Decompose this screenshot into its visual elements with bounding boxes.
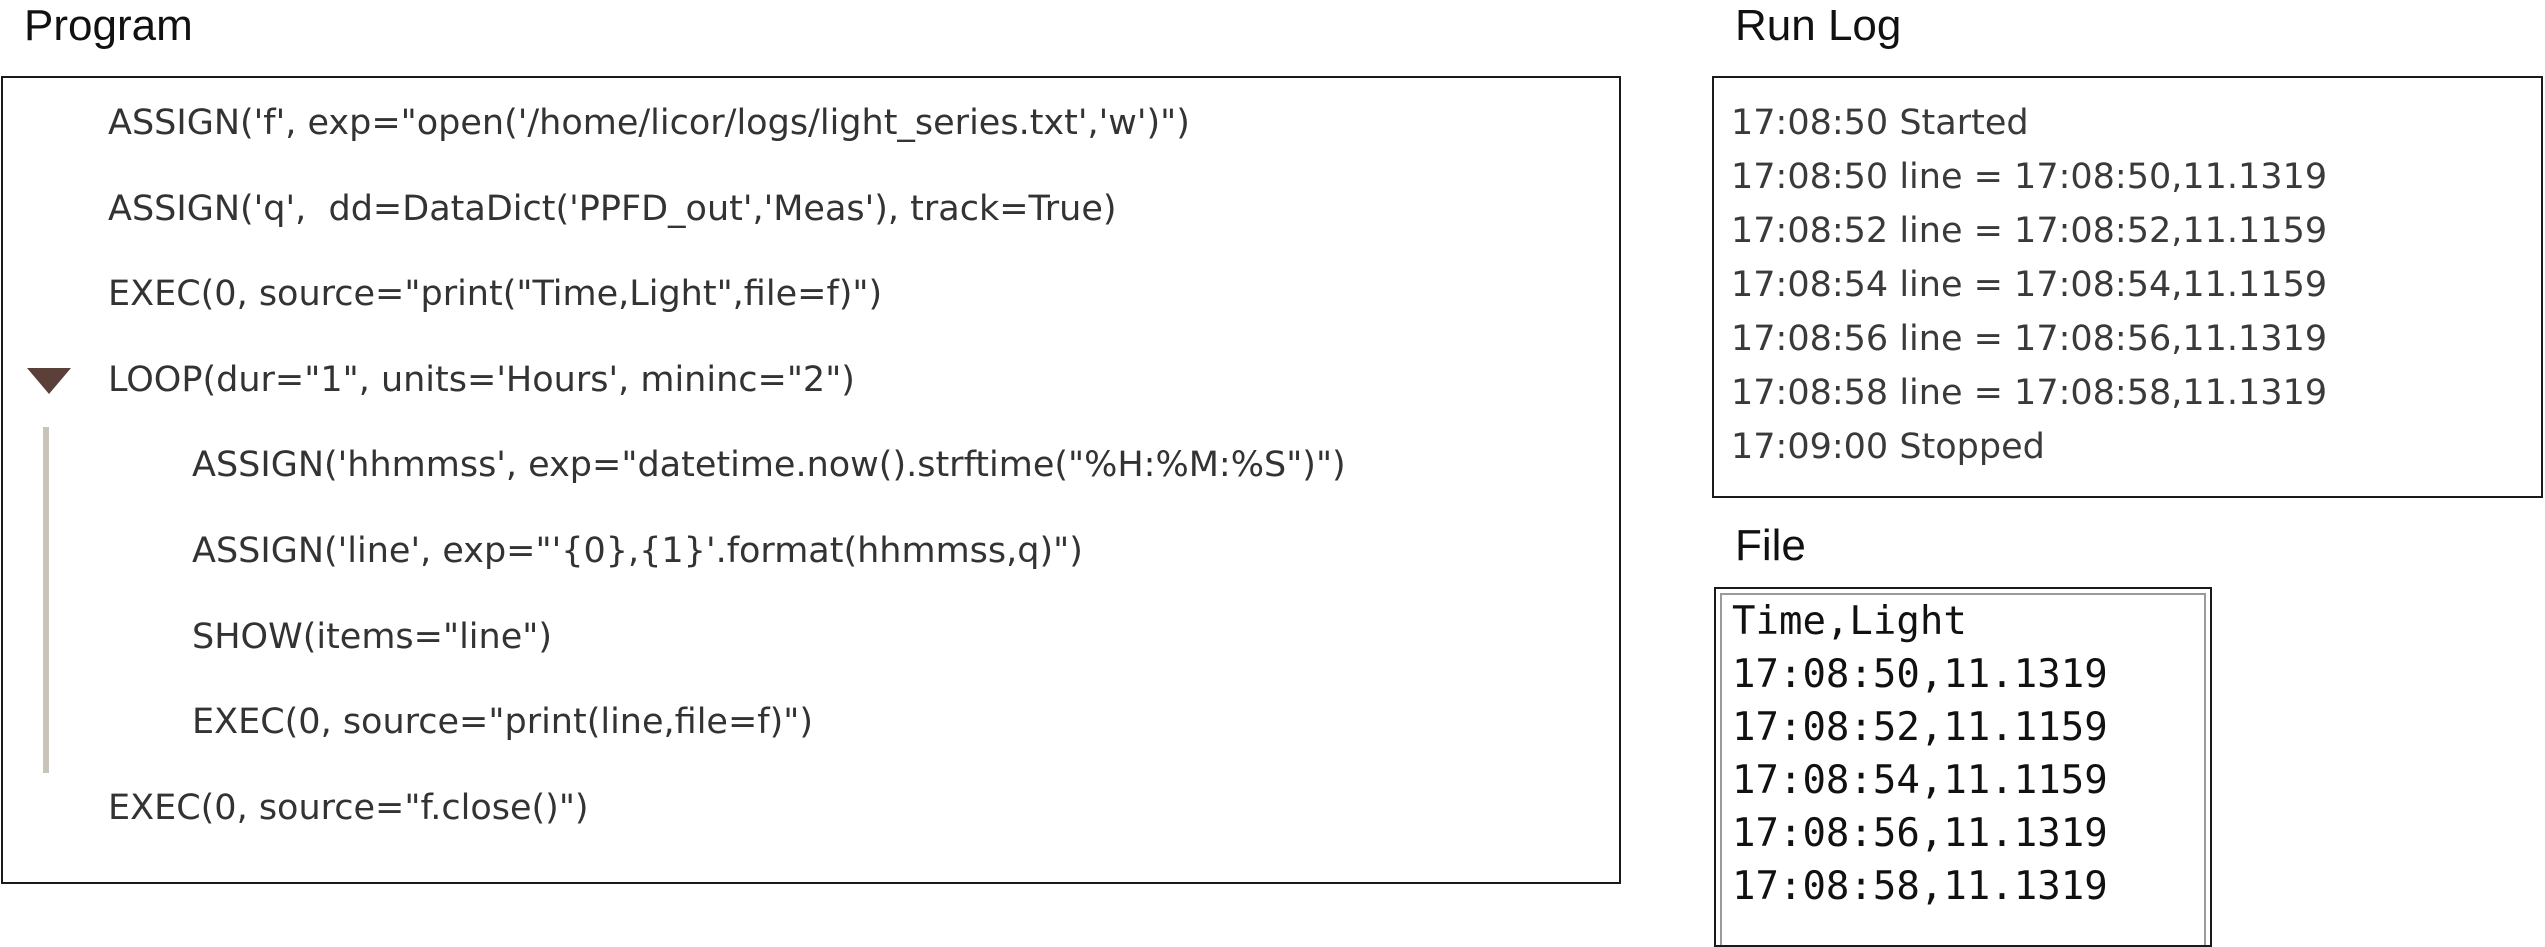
program-title: Program [24, 1, 193, 50]
program-line-loop[interactable]: LOOP(dur="1", units='Hours', mininc="2") [108, 360, 855, 400]
file-content: Time,Light 17:08:50,11.1319 17:08:52,11.… [1720, 593, 2206, 945]
program-line[interactable]: EXEC(0, source="print("Time,Light",file=… [108, 274, 883, 314]
loop-indent-bar [43, 427, 49, 773]
run-log-title: Run Log [1735, 1, 1902, 50]
log-line: 17:08:50 line = 17:08:50,11.1319 [1731, 157, 2328, 197]
file-title: File [1735, 521, 1806, 570]
log-line: 17:08:50 Started [1731, 103, 2029, 143]
file-line: 17:08:58,11.1319 [1732, 864, 2108, 909]
run-log-panel: 17:08:50 Started 17:08:50 line = 17:08:5… [1712, 76, 2543, 498]
file-line: 17:08:52,11.1159 [1732, 705, 2108, 750]
program-line[interactable]: ASSIGN('hhmmss', exp="datetime.now().str… [192, 445, 1346, 485]
file-line: 17:08:54,11.1159 [1732, 758, 2108, 803]
file-line: 17:08:56,11.1319 [1732, 811, 2108, 856]
program-line[interactable]: SHOW(items="line") [192, 617, 552, 657]
program-line[interactable]: ASSIGN('f', exp="open('/home/licor/logs/… [108, 103, 1190, 143]
triangle-down-icon[interactable] [27, 368, 71, 394]
file-line: 17:08:50,11.1319 [1732, 652, 2108, 697]
file-panel: Time,Light 17:08:50,11.1319 17:08:52,11.… [1714, 587, 2212, 947]
log-line: 17:09:00 Stopped [1731, 427, 2045, 467]
log-line: 17:08:56 line = 17:08:56,11.1319 [1731, 319, 2328, 359]
program-line[interactable]: EXEC(0, source="f.close()") [108, 788, 589, 828]
log-line: 17:08:52 line = 17:08:52,11.1159 [1731, 211, 2328, 251]
program-line[interactable]: ASSIGN('line', exp="'{0},{1}'.format(hhm… [192, 531, 1083, 571]
file-line: Time,Light [1732, 599, 1967, 644]
log-line: 17:08:54 line = 17:08:54,11.1159 [1731, 265, 2328, 305]
log-line: 17:08:58 line = 17:08:58,11.1319 [1731, 373, 2328, 413]
program-panel: ASSIGN('f', exp="open('/home/licor/logs/… [1, 76, 1621, 884]
program-line[interactable]: ASSIGN('q', dd=DataDict('PPFD_out','Meas… [108, 189, 1117, 229]
program-line[interactable]: EXEC(0, source="print(line,file=f)") [192, 702, 814, 742]
